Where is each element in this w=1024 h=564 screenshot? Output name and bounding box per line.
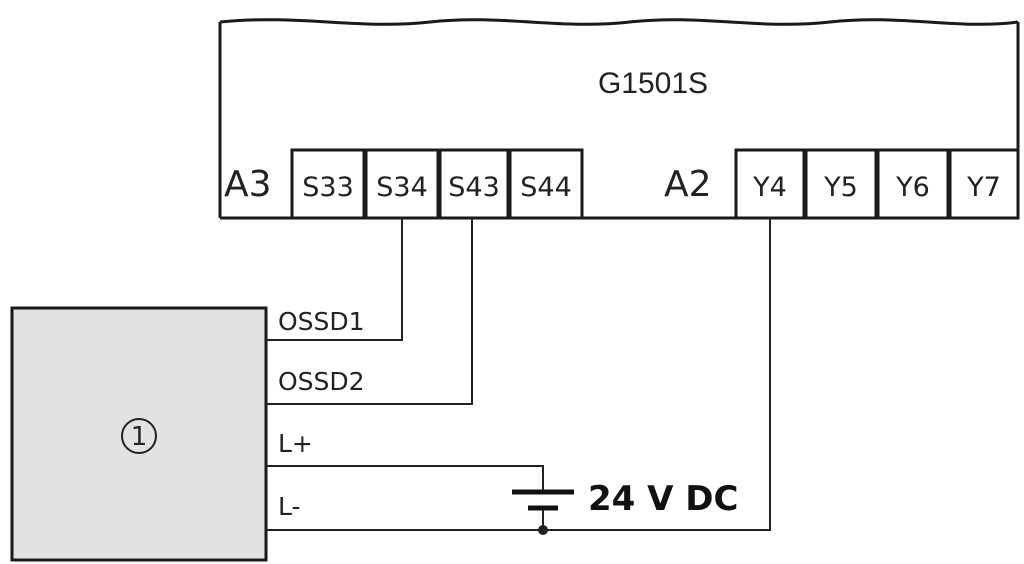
output-terminal-block: Y4 Y5 Y6 Y7 xyxy=(734,148,1020,220)
wire-ossd2-s43 xyxy=(266,218,473,405)
sensor-box[interactable] xyxy=(10,306,268,562)
battery-symbol xyxy=(512,489,574,511)
terminal-s33-label: S33 xyxy=(302,172,354,203)
terminal-y6[interactable] xyxy=(876,148,950,220)
terminal-s33[interactable] xyxy=(290,148,366,220)
terminal-y7[interactable] xyxy=(948,148,1020,220)
terminal-s44-label: S44 xyxy=(520,172,572,203)
signal-label-ossd1: OSSD1 xyxy=(278,307,365,336)
sensor-number-circle xyxy=(121,418,157,454)
junction-dot xyxy=(538,525,548,535)
sensor-number-label: 1 xyxy=(131,422,148,452)
wire-ossd1-s34 xyxy=(266,218,403,341)
sensor-device: 1 xyxy=(10,306,268,562)
wire-lminus-y4 xyxy=(266,218,771,531)
signal-label-lminus: L- xyxy=(278,492,301,521)
terminal-y5[interactable] xyxy=(804,148,878,220)
terminal-s34-label: S34 xyxy=(376,172,428,203)
terminal-s43-label: S43 xyxy=(448,172,500,203)
terminal-label-a2: A2 xyxy=(664,164,712,205)
supply-voltage-label: 24 V DC xyxy=(588,479,738,519)
terminal-s43[interactable] xyxy=(438,148,510,220)
terminal-y4[interactable] xyxy=(734,148,806,220)
terminal-s34[interactable] xyxy=(364,148,440,220)
input-terminal-block: S33 S34 S43 S44 xyxy=(290,148,584,220)
signal-label-ossd2: OSSD2 xyxy=(278,367,365,396)
terminal-s44[interactable] xyxy=(508,148,584,220)
terminal-y4-label: Y4 xyxy=(752,172,787,203)
terminal-y5-label: Y5 xyxy=(823,172,858,203)
terminal-label-a3: A3 xyxy=(224,164,272,205)
torn-edge xyxy=(219,18,1019,26)
terminal-y6-label: Y6 xyxy=(895,172,930,203)
wire-lplus-supply xyxy=(266,465,544,492)
terminal-y7-label: Y7 xyxy=(966,172,1001,203)
device-model-label: G1501S xyxy=(598,67,708,100)
signal-label-lplus: L+ xyxy=(278,429,313,458)
